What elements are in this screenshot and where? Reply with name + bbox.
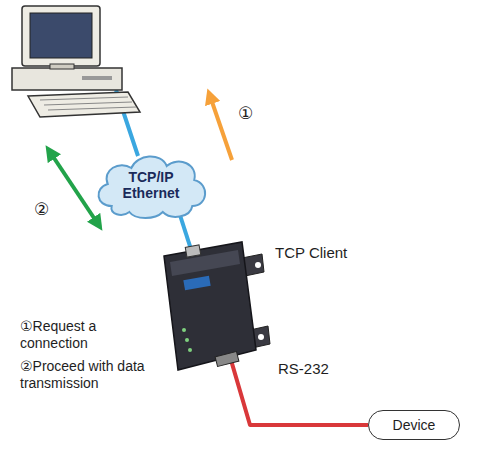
cable-label: RS-232 (276, 360, 331, 377)
nport-body (150, 238, 265, 378)
device-label: TCP Client (275, 244, 347, 261)
data-arrow (50, 152, 98, 224)
device-box: Device (368, 410, 460, 440)
callout-number: ① (238, 104, 253, 124)
legend-note: ②Proceed with data transmission (20, 358, 146, 392)
node-text: TCP/IP Ethernet (119, 169, 183, 201)
serial-cable (231, 358, 369, 425)
ethernet-cable (179, 213, 191, 251)
device-server: TCP Client (150, 238, 265, 378)
network-cloud: TCP/IP Ethernet (92, 150, 210, 220)
request-arrow (210, 96, 232, 160)
node-text: Device (393, 417, 436, 433)
computer (12, 6, 140, 156)
legend-note: ①Request a connection (20, 318, 146, 352)
callout-number: ② (34, 200, 49, 220)
